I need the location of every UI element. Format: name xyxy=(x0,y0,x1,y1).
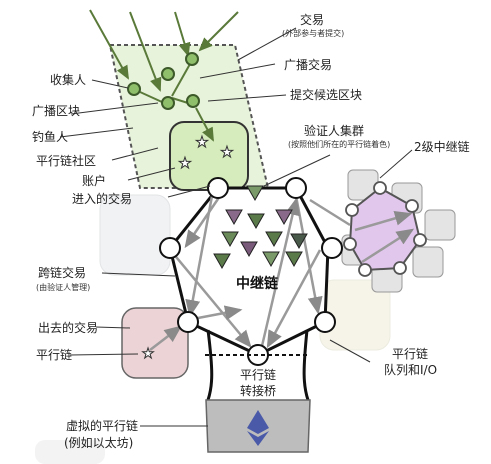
label-parachain-community: 平行链社区 xyxy=(36,154,97,168)
bridge-pillar xyxy=(205,329,311,453)
outgoing-parachain-block: ★ xyxy=(121,307,189,379)
label-second-relay: 2级中继链 xyxy=(414,140,470,154)
label-crosschain-tx: 跨链交易 xyxy=(38,266,87,280)
label-virtual-parachain-1: 虚拟的平行链 xyxy=(66,419,139,433)
label-transactions: 交易 xyxy=(300,13,325,27)
label-relay-chain: 中继链 xyxy=(236,276,278,292)
label-broadcast-tx: 广播交易 xyxy=(284,58,333,72)
second-relay-cluster xyxy=(341,169,456,293)
svg-text:★: ★ xyxy=(220,143,233,161)
label-collator: 收集人 xyxy=(50,73,87,87)
label-virtual-parachain-2: (例如以太坊) xyxy=(64,436,134,450)
validator-triangles xyxy=(213,185,308,270)
label-pointers xyxy=(59,27,413,427)
collator-nodes xyxy=(127,52,200,110)
label-account: 账户 xyxy=(82,174,107,188)
label-validator-group-note: (按照他们所在的平行链着色) xyxy=(288,140,391,149)
background-tiles xyxy=(35,194,391,464)
label-outgoing-tx: 出去的交易 xyxy=(38,321,99,335)
label-parachain: 平行链 xyxy=(36,348,73,362)
label-parachain-queue-1: 平行链 xyxy=(392,347,429,361)
svg-text:★: ★ xyxy=(178,154,191,172)
label-validator-group: 验证人集群 xyxy=(304,124,365,138)
label-transactions-note: (外部参与者提交) xyxy=(282,29,345,38)
label-broadcast-block: 广播区块 xyxy=(32,104,81,118)
incoming-tx-arrows xyxy=(89,9,239,142)
label-bridge-2: 转接桥 xyxy=(239,384,277,398)
svg-text:★: ★ xyxy=(195,133,208,151)
label-submit-candidate: 提交候选区块 xyxy=(290,88,363,102)
label-crosschain-note: (由验证人管理) xyxy=(36,283,91,292)
relay-internal-arrows xyxy=(171,195,351,349)
label-incoming-tx: 进入的交易 xyxy=(72,192,133,206)
label-bridge-1: 平行链 xyxy=(239,368,277,382)
label-parachain-queue-2: 队列和I/O xyxy=(384,363,438,377)
label-fisherman: 钓鱼人 xyxy=(32,130,69,144)
